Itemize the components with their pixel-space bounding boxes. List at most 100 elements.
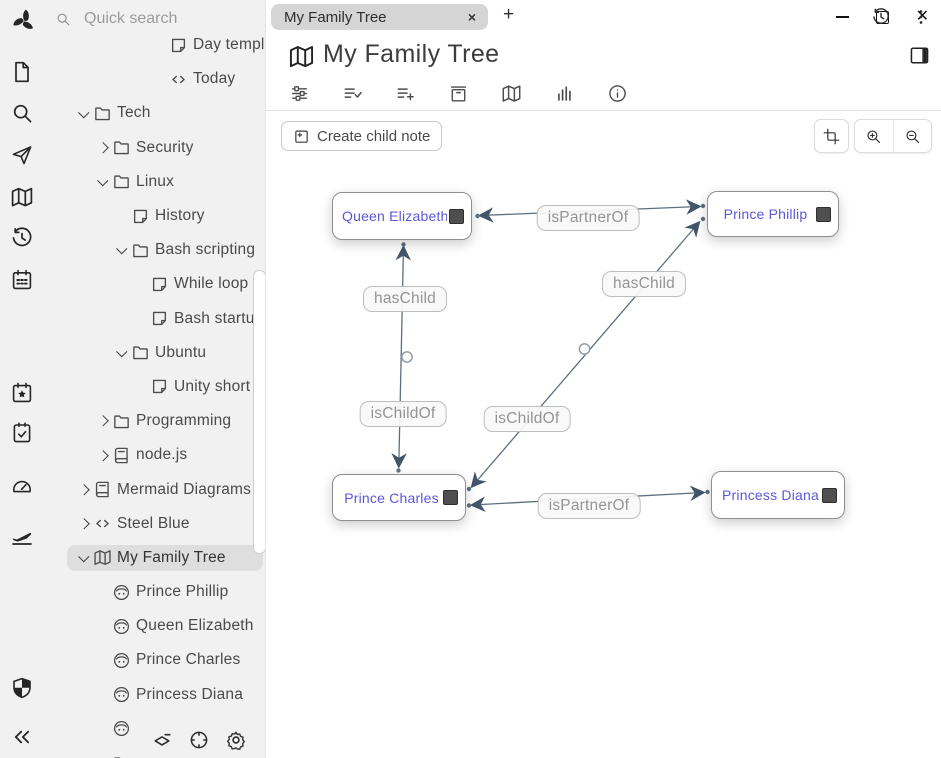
tree-item-mermaid-diagrams[interactable]: Mermaid Diagrams	[45, 472, 265, 506]
edge-label-ispartnerof[interactable]: isPartnerOf	[536, 205, 640, 231]
code-icon	[93, 514, 112, 533]
zoom-out-button[interactable]	[892, 120, 932, 152]
chevron-down-icon[interactable]	[74, 104, 93, 123]
folder-icon	[131, 343, 150, 362]
collapse-sidebar-icon[interactable]	[10, 725, 34, 749]
tree-item-history[interactable]: History	[45, 199, 265, 233]
quick-search-placeholder: Quick search	[84, 10, 178, 27]
connection-handle[interactable]	[449, 208, 464, 224]
tree-actions-bar	[133, 722, 265, 758]
tab-title: My Family Tree	[284, 8, 387, 26]
tree-settings-icon[interactable]	[225, 729, 247, 751]
tree-item-steel-blue[interactable]: Steel Blue	[45, 507, 265, 541]
minimize-icon[interactable]	[835, 16, 849, 18]
more-menu-icon[interactable]	[911, 7, 931, 27]
chevron-right-icon[interactable]	[93, 138, 112, 157]
tree-item-today[interactable]: Today	[45, 62, 265, 96]
edge-label-ispartnerof[interactable]: isPartnerOf	[537, 493, 641, 519]
folder-icon	[112, 754, 131, 758]
zoom-in-button[interactable]	[855, 120, 893, 152]
tree-item-my-family-tree[interactable]: My Family Tree	[45, 541, 265, 575]
tab-close-icon[interactable]: ×	[467, 9, 476, 25]
note-title[interactable]: My Family Tree	[323, 40, 500, 68]
bookmarked-calendar-icon[interactable]	[10, 381, 34, 405]
connection-handle[interactable]	[443, 490, 458, 505]
tree-item-nodejs[interactable]: node.js	[45, 438, 265, 472]
dashboard-icon[interactable]	[10, 475, 34, 499]
recent-changes-icon[interactable]	[10, 226, 34, 250]
tree-item-queen-elizabeth[interactable]: Queen Elizabeth	[45, 609, 265, 643]
quick-search[interactable]: Quick search	[55, 10, 177, 28]
inherited-attributes-icon[interactable]	[395, 83, 416, 104]
tree-item-tech[interactable]: Tech	[45, 96, 265, 130]
map-icon	[93, 548, 112, 567]
book-icon	[112, 446, 131, 465]
main-area: My Family Tree × + ✕ My Family Tree Crea…	[266, 0, 941, 758]
connection-handle[interactable]	[822, 487, 837, 503]
collapse-all-icon[interactable]	[151, 729, 173, 751]
edge-label-ischildof[interactable]: isChildOf	[483, 406, 571, 432]
jump-to-note-icon[interactable]	[10, 143, 34, 167]
chevron-down-icon[interactable]	[112, 343, 131, 362]
note-icon	[150, 377, 169, 396]
similar-notes-icon[interactable]	[554, 83, 575, 104]
tree-item-princess-diana[interactable]: Princess Diana	[45, 678, 265, 712]
chevron-right-icon[interactable]	[93, 446, 112, 465]
chevron-down-icon[interactable]	[93, 172, 112, 191]
relation-map-toolbar: Create child note	[266, 112, 941, 160]
tree-scrollbar[interactable]	[253, 270, 265, 554]
tree-item-security[interactable]: Security	[45, 131, 265, 165]
tree-item-unity-shortcuts[interactable]: Unity short	[45, 370, 265, 404]
map-node-prince-charles[interactable]: Prince Charles	[332, 474, 466, 521]
note-map-icon[interactable]	[501, 83, 522, 104]
map-node-queen-elizabeth[interactable]: Queen Elizabeth II	[332, 192, 472, 240]
tree-item-prince-phillip[interactable]: Prince Phillip	[45, 575, 265, 609]
protected-session-icon[interactable]	[10, 676, 34, 700]
basic-properties-icon[interactable]	[289, 83, 310, 104]
owned-attributes-icon[interactable]	[342, 83, 363, 104]
scroll-to-active-note-icon[interactable]	[188, 729, 210, 751]
tree-item-bash-startup[interactable]: Bash startu	[45, 302, 265, 336]
map-node-princess-diana[interactable]: Princess Diana	[711, 471, 845, 519]
trip-planner-icon[interactable]	[10, 525, 34, 549]
connection-handle[interactable]	[816, 206, 831, 222]
reset-pan-zoom-button[interactable]	[814, 119, 849, 153]
note-revisions-icon[interactable]	[871, 7, 891, 27]
task-list-icon[interactable]	[10, 421, 34, 445]
chevron-down-icon[interactable]	[112, 241, 131, 260]
folder-icon	[112, 172, 131, 191]
tree-item-prince-charles[interactable]: Prince Charles	[45, 643, 265, 677]
tree-item-day-template[interactable]: Day template	[45, 28, 265, 62]
create-child-note-button[interactable]: Create child note	[281, 121, 443, 151]
note-info-icon[interactable]	[607, 83, 628, 104]
toggle-right-pane-icon[interactable]	[908, 44, 931, 67]
chevron-right-icon[interactable]	[74, 514, 93, 533]
chevron-down-icon[interactable]	[74, 548, 93, 567]
map-node-prince-phillip[interactable]: Prince Phillip	[707, 191, 839, 237]
note-tree: Day template Today Tech Security Linux H…	[45, 28, 265, 758]
ribbon-right-actions	[871, 0, 931, 33]
new-note-icon[interactable]	[10, 60, 34, 84]
tab-bar: My Family Tree × + ✕	[266, 0, 941, 33]
tree-item-ubuntu[interactable]: Ubuntu	[45, 336, 265, 370]
code-icon	[169, 70, 188, 89]
tree-item-while-loop[interactable]: While loop	[45, 267, 265, 301]
note-paths-icon[interactable]	[448, 83, 469, 104]
trilium-logo[interactable]	[10, 7, 34, 31]
note-icon	[150, 275, 169, 294]
edge-label-haschild[interactable]: hasChild	[363, 286, 447, 312]
tree-item-programming[interactable]: Programming	[45, 404, 265, 438]
chevron-right-icon[interactable]	[74, 480, 93, 499]
tab-my-family-tree[interactable]: My Family Tree ×	[271, 4, 488, 30]
new-tab-button[interactable]: +	[503, 4, 515, 25]
tree-item-bash-scripting[interactable]: Bash scripting	[45, 233, 265, 267]
edge-label-haschild[interactable]: hasChild	[602, 271, 686, 297]
calendar-icon[interactable]	[10, 268, 34, 292]
search-icon[interactable]	[10, 101, 34, 125]
edge-label-ischildof[interactable]: isChildOf	[359, 401, 447, 427]
folder-icon	[112, 138, 131, 157]
note-map-icon[interactable]	[10, 185, 34, 209]
tree-item-linux[interactable]: Linux	[45, 165, 265, 199]
chevron-right-icon[interactable]	[93, 412, 112, 431]
